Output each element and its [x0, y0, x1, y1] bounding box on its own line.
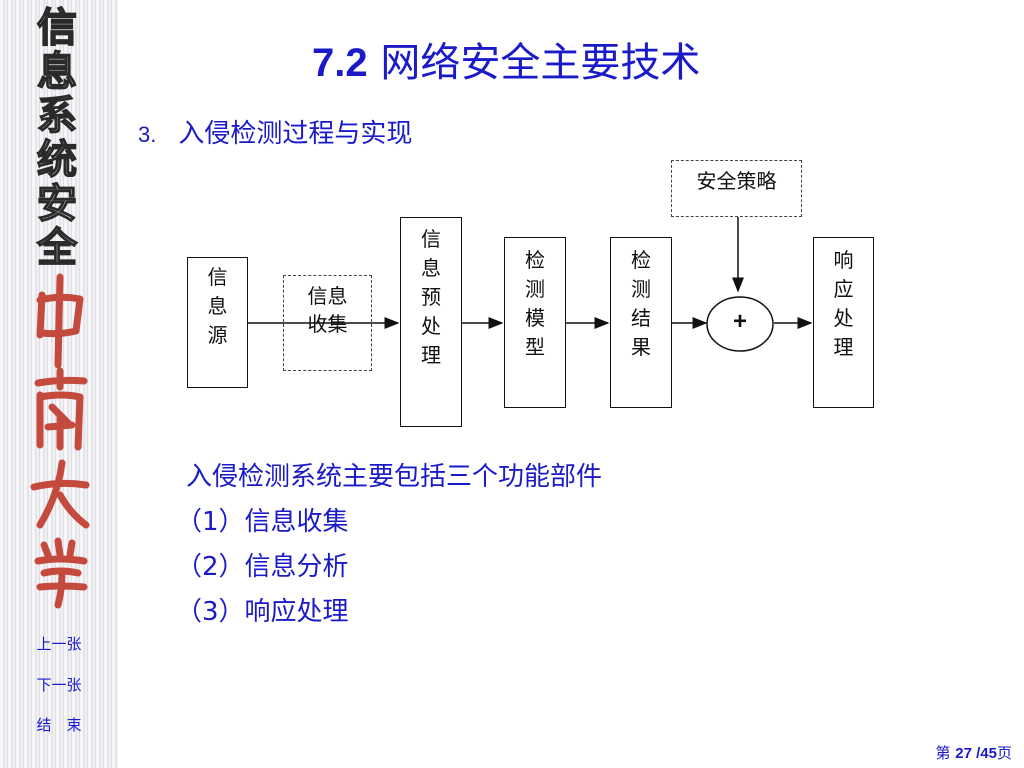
nav-end-link[interactable]: 结 束	[36, 716, 82, 734]
page-prefix: 第	[935, 744, 956, 762]
node-security-policy: 安全策略	[671, 160, 802, 217]
node-info-source-label: 信息源	[207, 265, 228, 347]
node-response-label: 响应处理	[833, 248, 854, 359]
node-preprocess: 信息预处理	[400, 217, 462, 427]
slide-title: 7.2 网络安全主要技术	[312, 30, 700, 88]
combine-node-label: +	[732, 308, 747, 335]
slide-title-number: 7.2	[312, 41, 368, 85]
page-current: 27	[955, 745, 972, 762]
body-line: （2）信息分析	[176, 552, 349, 582]
page-suffix: 页	[996, 744, 1012, 762]
node-detect-model: 检测模型	[504, 237, 566, 408]
slide-title-text: 网络安全主要技术	[367, 40, 701, 86]
node-preprocess-label: 信息预处理	[421, 227, 441, 367]
sidebar-title: 信 息 系 统 安 全	[22, 5, 92, 271]
node-response: 响应处理	[813, 237, 874, 408]
subtitle-number: 3.	[138, 122, 157, 147]
nav-next-link[interactable]: 下一张	[36, 676, 82, 694]
node-security-policy-label: 安全策略	[696, 169, 777, 193]
node-detect-model-label: 检测模型	[525, 248, 545, 359]
node-detect-result: 检测结果	[610, 237, 672, 408]
sidebar: 信 息 系 统 安 全 上一张 下一张 结 束	[0, 0, 118, 768]
subtitle-text: 入侵检测过程与实现	[178, 119, 413, 149]
node-info-source: 信息源	[187, 257, 248, 388]
sidebar-title-char: 系	[36, 93, 78, 139]
nav-prev-link[interactable]: 上一张	[36, 635, 82, 653]
sidebar-title-char: 统	[36, 137, 78, 183]
body-line: （3）响应处理	[176, 597, 349, 627]
slide-subtitle: 3. 入侵检测过程与实现	[138, 113, 412, 150]
page-sep: /	[971, 745, 981, 762]
body-line: 入侵检测系统主要包括三个功能部件	[186, 462, 603, 492]
sidebar-title-char: 安	[36, 181, 78, 227]
sidebar-title-char: 息	[36, 49, 78, 95]
node-detect-result-label: 检测结果	[631, 248, 651, 359]
university-logo	[30, 273, 90, 609]
sidebar-title-char: 全	[36, 225, 78, 271]
combine-node-shape	[706, 296, 774, 352]
node-info-collect: 信息收集	[283, 275, 372, 371]
body-text: 入侵检测系统主要包括三个功能部件 （1）信息收集 （2）信息分析 （3）响应处理	[176, 455, 603, 635]
sidebar-title-char: 信	[36, 5, 78, 51]
page-total: 45	[980, 745, 997, 762]
body-line: （1）信息收集	[176, 507, 349, 537]
page-indicator: 第 27 /45页	[935, 742, 1012, 763]
node-info-collect-label: 信息收集	[307, 284, 348, 336]
